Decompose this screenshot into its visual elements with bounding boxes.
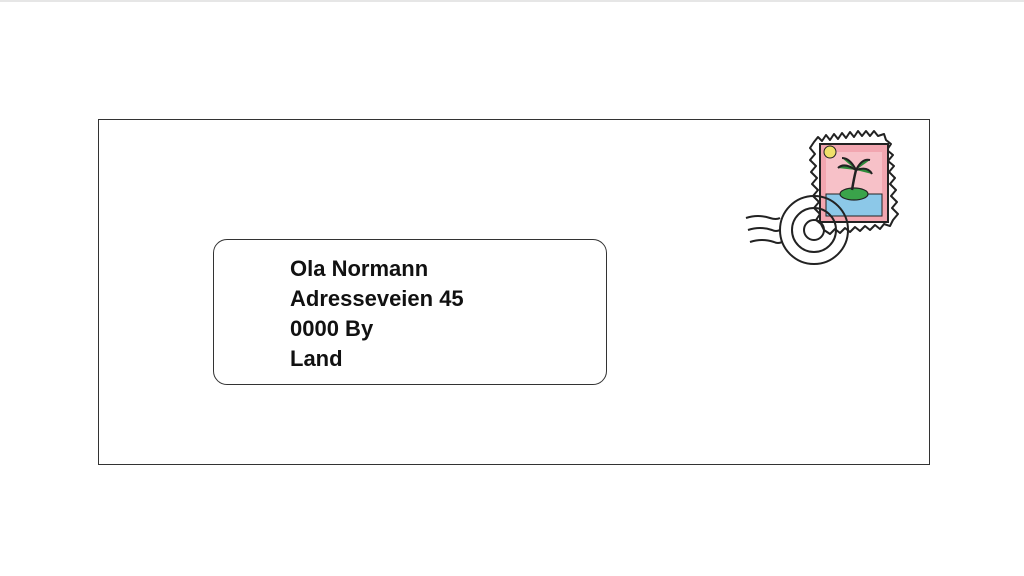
recipient-postal-city: 0000 By [290, 316, 374, 341]
top-divider [0, 0, 1024, 2]
recipient-name: Ola Normann [290, 256, 429, 281]
address-window [213, 239, 607, 385]
recipient-address: Ola Normann Adresseveien 45 0000 By Land [290, 254, 464, 374]
recipient-street: Adresseveien 45 [290, 286, 464, 311]
stamp-body [809, 130, 899, 235]
postmark-icon [745, 195, 849, 265]
palm-island-stamp-icon [745, 130, 899, 265]
recipient-country: Land [290, 346, 343, 371]
